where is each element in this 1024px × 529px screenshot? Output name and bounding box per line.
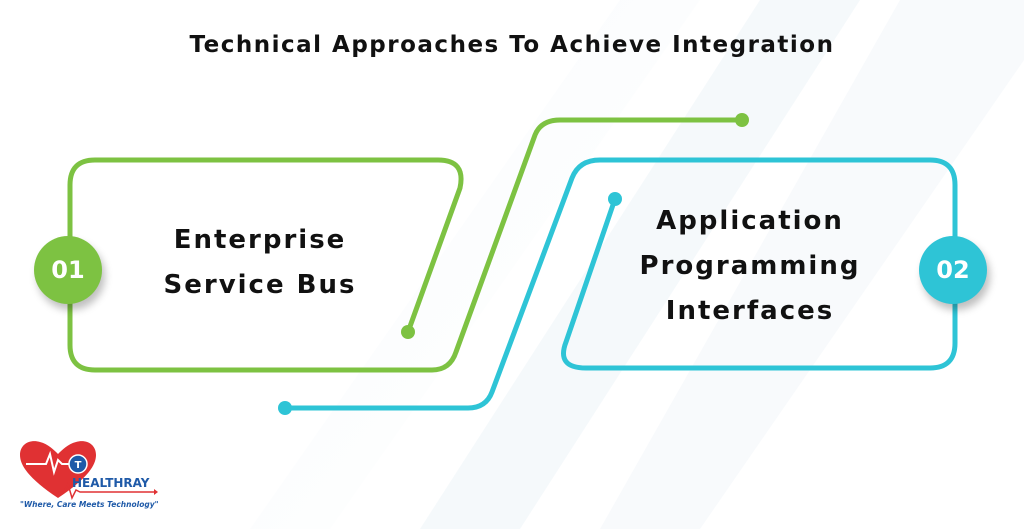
label-line: Service Bus (163, 270, 357, 300)
label-line: Enterprise (173, 225, 347, 255)
step-badge-02: 02 (919, 236, 987, 304)
step-label-02: Application Programming Interfaces (600, 199, 900, 334)
label-line: Interfaces (665, 296, 835, 326)
green-end-dot (735, 113, 749, 127)
label-line: Programming (639, 251, 861, 281)
cyan-path (282, 157, 958, 411)
logo-name: HEALTHRAY (72, 476, 150, 490)
green-path (67, 117, 745, 373)
cyan-end-dot (608, 192, 622, 206)
cyan-end-dot (278, 401, 292, 415)
step-badge-01: 01 (34, 236, 102, 304)
step-label-01: Enterprise Service Bus (110, 218, 410, 308)
page-title: Technical Approaches To Achieve Integrat… (189, 32, 835, 58)
logo-tagline: "Where, Care Meets Technology" (20, 500, 159, 509)
green-end-dot (401, 325, 415, 339)
svg-text:T: T (75, 460, 82, 471)
label-line: Application (656, 206, 844, 236)
heart-pulse-logo-icon: T (20, 441, 158, 501)
